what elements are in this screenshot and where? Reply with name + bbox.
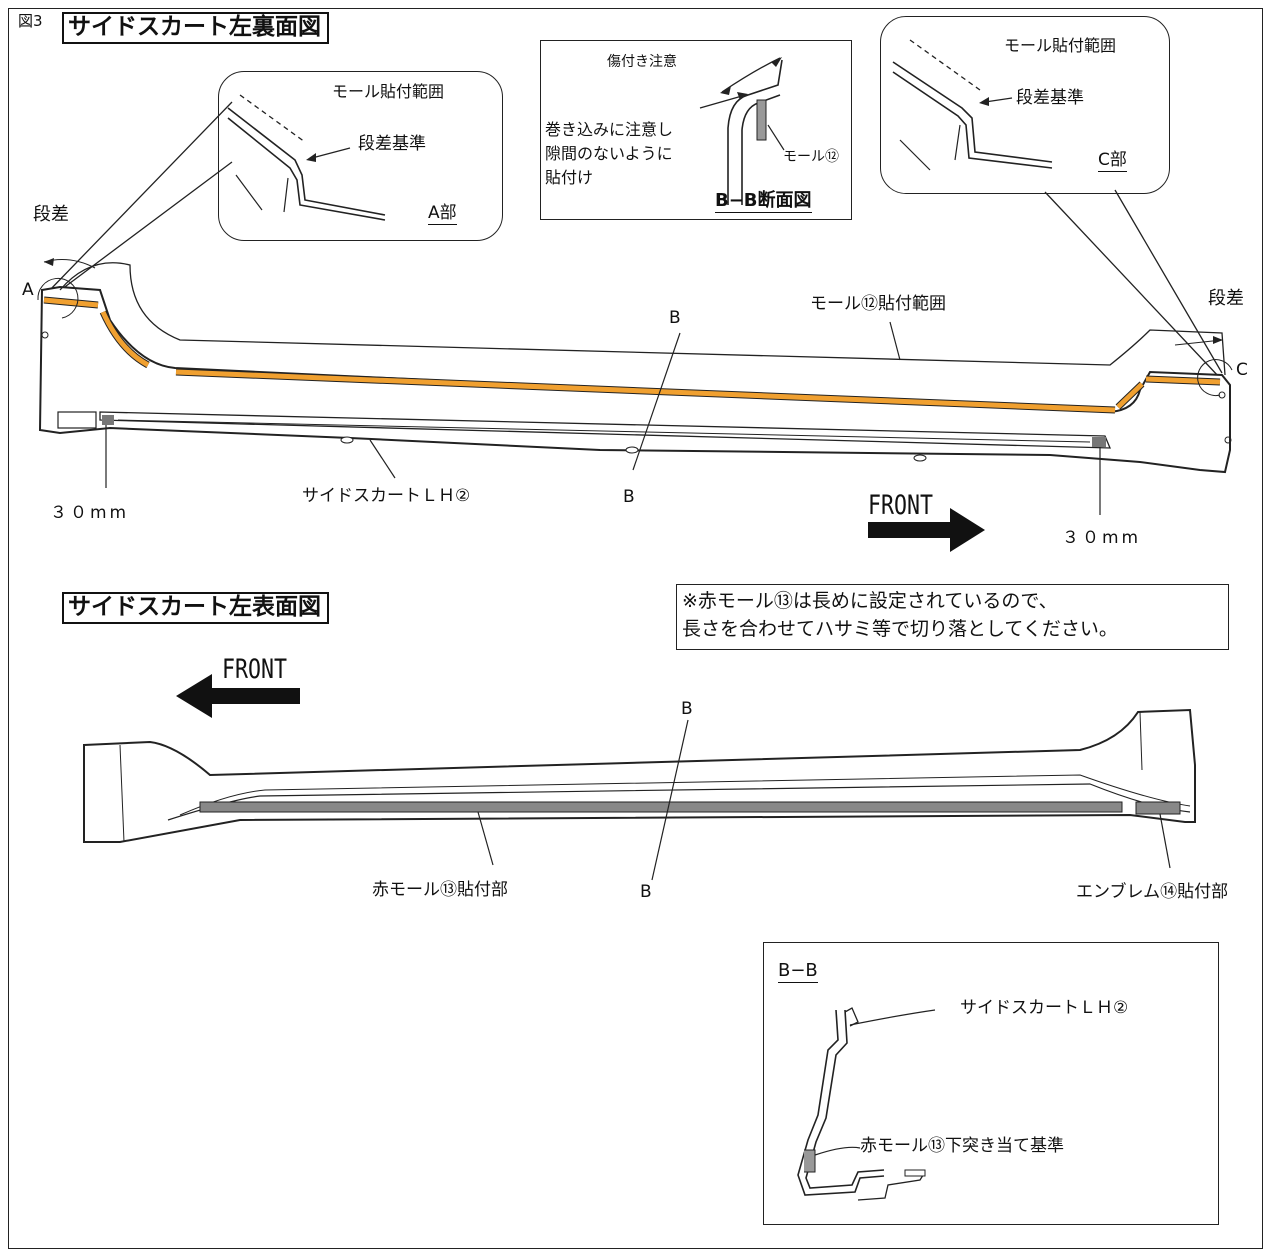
callout-a-range: モール貼付範囲 — [332, 82, 445, 101]
callout-c-range: モール貼付範囲 — [1004, 36, 1117, 55]
emblem-label: エンブレム⑭貼付部 — [1076, 882, 1229, 902]
bb-wrap-note-2: 隙間のないように — [545, 144, 673, 163]
bb-mold-label: モール⑫ — [783, 149, 839, 165]
section-bb-top-panel — [540, 40, 852, 220]
front-b-top: B — [681, 699, 693, 719]
dim-left: ３０mm — [50, 503, 130, 523]
callout-a-step-ref: 段差基準 — [358, 134, 426, 154]
bb-bottom-red-mold: 赤モール⑬下突き当て基準 — [860, 1136, 1064, 1156]
dim-right: ３０mm — [1062, 528, 1142, 548]
callout-a-section: A部 — [428, 203, 457, 225]
back-part-name: サイドスカートＬＨ② — [302, 486, 471, 506]
step-right-label: 段差 — [1208, 288, 1244, 309]
front-b-bottom: B — [640, 882, 652, 902]
bb-wrap-note-3: 貼付け — [545, 168, 594, 187]
bb-bottom-part-name: サイドスカートＬＨ② — [960, 998, 1129, 1018]
back-b-top: B — [669, 308, 681, 328]
bb-bottom-title: B−B — [778, 960, 818, 983]
callout-c-step-ref: 段差基準 — [1016, 88, 1084, 108]
note-line-1: ※赤モール⑬は長めに設定されているので、 — [682, 590, 1058, 612]
front-view-title: サイドスカート左表面図 — [62, 592, 329, 624]
figure-frame — [8, 8, 1263, 1249]
section-bb-bottom-panel — [763, 942, 1219, 1225]
figure-number: 図3 — [18, 12, 43, 30]
bb-damage-note: 傷付き注意 — [607, 54, 677, 70]
front-label-back: FRONT — [868, 490, 934, 521]
bb-top-title: B−B断面図 — [715, 190, 812, 213]
step-left-label: 段差 — [33, 204, 69, 225]
label-c: C — [1236, 360, 1248, 380]
mold-range-label: モール⑫貼付範囲 — [810, 294, 946, 314]
front-label-front: FRONT — [222, 654, 288, 685]
note-box — [676, 584, 1229, 650]
label-a: A — [22, 280, 34, 300]
callout-a — [218, 71, 503, 241]
back-b-bottom: B — [623, 487, 635, 507]
red-mold-label: 赤モール⑬貼付部 — [372, 880, 508, 900]
note-line-2: 長さを合わせてハサミ等で切り落としてください。 — [682, 618, 1118, 640]
back-view-title: サイドスカート左裏面図 — [62, 12, 329, 44]
callout-c-section: C部 — [1098, 150, 1127, 172]
bb-wrap-note-1: 巻き込みに注意し — [545, 120, 674, 139]
